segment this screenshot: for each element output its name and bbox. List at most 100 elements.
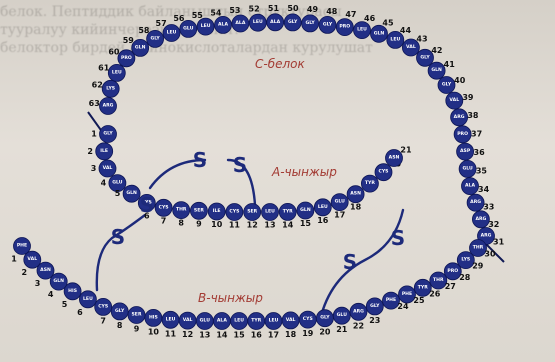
residue-number: 45 [382,19,394,28]
amino-acid-code: GLY [370,303,380,309]
c-peptide-residue-37: PRO37 [454,126,482,143]
c-peptide-residue-51: ALA51 [267,4,284,31]
residue-number: 46 [364,14,376,23]
residue-number: 27 [445,282,456,291]
residue-number: 58 [138,26,150,35]
c-peptide-residue-36: ASP36 [457,143,485,160]
a-chain-residue-13: LEU13 [262,204,279,230]
residue-number: 6 [77,308,83,317]
residue-number: 5 [115,189,121,198]
residue-number: 13 [264,221,275,230]
disulfide-sulfur-label: S [140,193,154,217]
residue-number: 39 [462,93,474,102]
amino-acid-code: ARG [470,199,481,205]
residue-number: 4 [48,290,54,299]
residue-number: 10 [148,327,160,336]
amino-acid-code: PRO [121,55,132,61]
residue-number: 38 [467,111,479,120]
amino-acid-code: GLU [200,318,211,324]
disulfide-sulfur-label: S [233,153,247,177]
b-chain-residue-18: VAL18 [282,312,299,339]
residue-number: 19 [302,329,314,338]
residue-number: 9 [196,219,202,228]
amino-acid-code: ALA [217,318,227,324]
amino-acid-code: ALA [465,183,475,189]
residue-number: 59 [123,36,135,45]
amino-acid-code: LEU [167,30,177,36]
amino-acid-code: ASP [460,148,471,154]
residue-number: 9 [134,325,140,334]
amino-acid-code: GLN [374,30,385,36]
amino-acid-code: GLN [300,207,311,213]
amino-acid-code: THR [473,245,484,251]
amino-acid-code: ARG [353,308,364,314]
amino-acid-code: GLN [135,44,146,50]
a-chain-residue-14: TYR14 [279,203,296,229]
amino-acid-code: ASN [40,267,51,273]
residue-number: 41 [444,60,456,69]
amino-acid-code: ILE [100,148,108,154]
amino-acid-code: LEU [318,204,328,210]
b-chain-residue-9: SER9 [128,307,145,334]
amino-acid-code: PHE [17,243,27,249]
residue-number: 18 [285,330,297,339]
residue-number: 17 [268,331,279,340]
c-peptide-residue-50: GLY 50 [284,4,301,31]
a-chain-residue-15: GLN 15 [297,202,314,228]
amino-acid-code: GLY [150,35,160,41]
residue-number: 1 [11,255,17,264]
residue-number: 7 [161,216,167,225]
amino-acid-code: ARG [481,233,492,239]
residue-number: 23 [369,316,380,325]
amino-acid-code: LEU [166,316,176,322]
residue-number: 35 [476,167,488,176]
amino-acid-code: CYS [98,303,108,309]
a-chain-residue-8: THR8 [173,202,190,228]
residue-number: 2 [87,147,93,156]
residue-number: 15 [234,331,246,340]
c-peptide-residue-63: ARG63 [89,98,117,115]
c-peptide-residue-60: PRO60 [108,48,135,67]
disulfide-sulfur-label: S [391,226,405,250]
amino-acid-code: LEU [234,318,244,324]
residue-number: 22 [353,321,364,330]
residue-number: 2 [22,268,28,277]
residue-number: 62 [92,80,103,89]
amino-acid-code: GLY [103,131,113,137]
c-peptide-residue-52: LEU52 [249,5,267,32]
residue-number: 37 [471,129,482,138]
amino-acid-code: GLY [115,308,125,314]
amino-acid-code: CYS [159,204,169,210]
residue-number: 50 [287,4,299,13]
amino-acid-code: LEU [253,19,263,25]
amino-acid-code: LYS [461,257,470,263]
residue-number: 63 [89,99,100,108]
amino-acid-code: SER [247,209,257,215]
amino-acid-code: THR [176,207,187,213]
a-chain-label: А-чынжыр [271,165,337,179]
residue-number: 33 [483,203,494,212]
a-chain-residue-7: CYS 7 [155,199,172,225]
residue-number: 15 [300,219,312,228]
amino-acid-code: THR [433,277,444,283]
amino-acid-code: ASN [389,155,400,161]
residue-number: 43 [416,35,427,44]
disulfide-sulfur-label: S [193,148,207,172]
amino-acid-code: PHE [386,297,396,303]
b-chain-residue-10: HIS10 [145,309,162,336]
residue-number: 24 [397,302,409,311]
a-chain-residue-4: GLU4 [101,175,126,192]
c-peptide-residue-61: LEU61 [98,63,125,81]
amino-acid-code: GLY [288,19,298,25]
amino-acid-code: VAL [449,97,459,103]
